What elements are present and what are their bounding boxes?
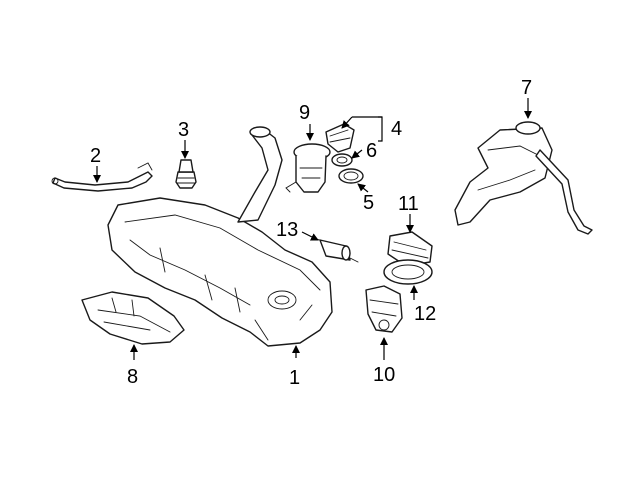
leader-lines [93, 98, 532, 360]
rubber-damper [175, 159, 197, 189]
callout-1: 1 [289, 367, 300, 389]
tank-strap [51, 162, 153, 192]
lock-ring [338, 168, 364, 184]
seal-boot [325, 123, 355, 153]
callout-11: 11 [398, 193, 419, 215]
callout-9: 9 [299, 102, 310, 124]
callout-10: 10 [373, 364, 395, 386]
callout-5: 5 [363, 192, 374, 214]
callout-3: 3 [178, 119, 189, 141]
callout-8: 8 [127, 366, 138, 388]
filler-pipe [454, 121, 593, 235]
callout-6: 6 [366, 140, 377, 162]
fuel-filter [311, 237, 359, 263]
callout-2: 2 [90, 145, 101, 167]
o-ring [331, 153, 353, 167]
sealing-ring [383, 259, 433, 285]
callout-7: 7 [521, 77, 532, 99]
filler-neck [237, 126, 283, 223]
sending-unit [365, 285, 403, 333]
heat-shield [81, 291, 185, 345]
fuel-pump [285, 143, 331, 193]
callout-labels: 1 2 3 4 5 6 7 8 9 10 11 12 13 [90, 77, 532, 389]
callout-12: 12 [414, 303, 436, 325]
callout-13: 13 [276, 219, 298, 241]
callout-4: 4 [391, 118, 402, 140]
